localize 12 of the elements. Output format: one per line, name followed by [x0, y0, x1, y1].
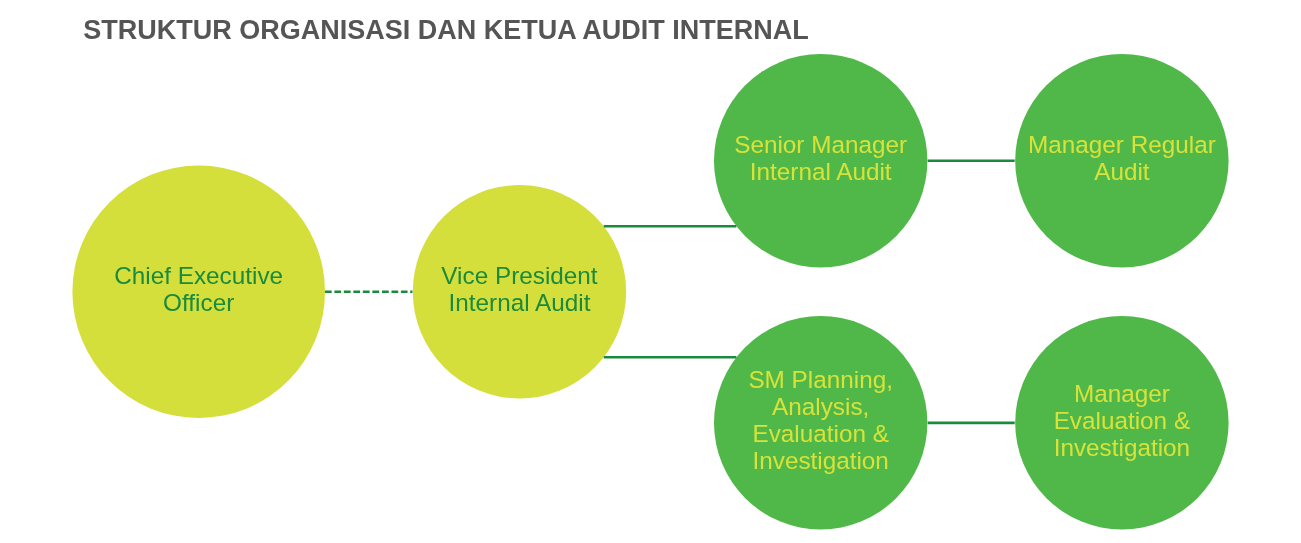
diagram-title: STRUKTUR ORGANISASI DAN KETUA AUDIT INTERNAL — [83, 15, 809, 46]
node-circle: SM Planning, Analysis, Evaluation & Investigation — [714, 316, 928, 530]
node-circle: Manager Evaluation & Investigation — [1015, 316, 1229, 530]
node-circle: Manager Regular Audit — [1015, 54, 1229, 268]
connector — [325, 290, 413, 294]
connector — [603, 355, 737, 359]
node-circle: Chief Executive Officer — [72, 165, 325, 419]
node-circle: Vice President Internal Audit — [412, 185, 627, 399]
connector — [927, 421, 1015, 425]
connector — [927, 159, 1015, 163]
node-circle: Senior Manager Internal Audit — [714, 54, 928, 268]
connector — [603, 224, 737, 228]
